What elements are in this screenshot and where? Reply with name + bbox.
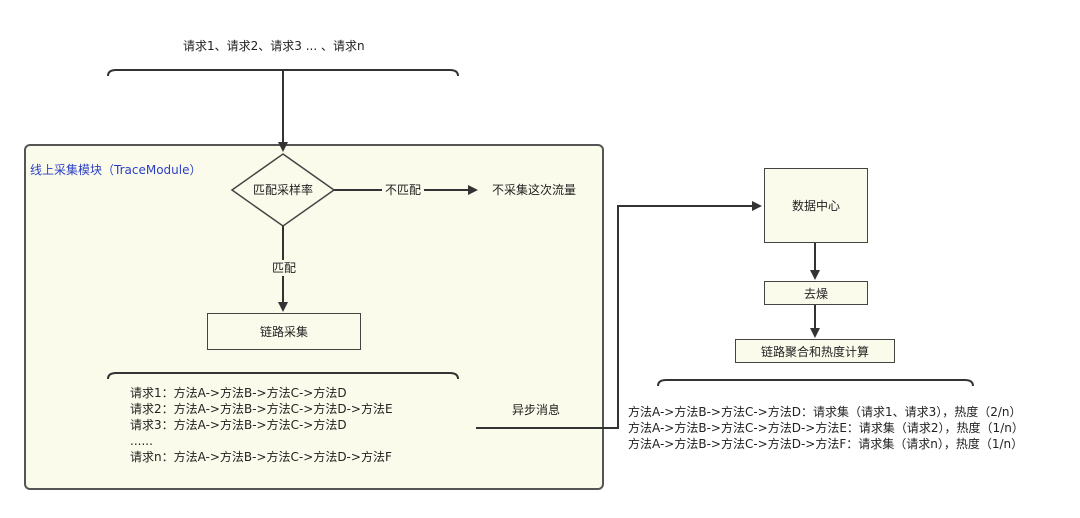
- results-list: 方法A->方法B->方法C->方法D：请求集（请求1、请求3），热度（2/n） …: [628, 404, 1024, 452]
- link-collection-box: 链路采集: [207, 313, 361, 350]
- data-center-label: 数据中心: [791, 199, 840, 213]
- aggregate-box: 链路聚合和热度计算: [735, 339, 895, 363]
- dedup-box: 去燥: [764, 281, 868, 305]
- match-label: 匹配: [270, 260, 299, 276]
- trace-line: 请求2：方法A->方法B->方法C->方法D->方法E: [130, 402, 393, 416]
- dedup-label: 去燥: [803, 286, 828, 301]
- link-collection-label: 链路采集: [259, 325, 308, 339]
- arrow-async-message: [476, 201, 762, 429]
- requests-header: 请求1、请求2、请求3 ... 、请求n: [183, 39, 365, 53]
- results-brace: [657, 379, 974, 387]
- result-line: 方法A->方法B->方法C->方法D->方法E：请求集（请求2），热度（1/n）: [628, 421, 1024, 435]
- aggregate-label: 链路聚合和热度计算: [760, 344, 869, 359]
- decision-label: 匹配采样率: [252, 183, 313, 197]
- module-title: 线上采集模块（TraceModule）: [30, 163, 202, 177]
- no-match-label: 不匹配: [382, 182, 425, 198]
- no-match-result: 不采集这次流量: [492, 183, 577, 197]
- trace-line: 请求1：方法A->方法B->方法C->方法D: [130, 386, 347, 400]
- result-line: 方法A->方法B->方法C->方法D：请求集（请求1、请求3），热度（2/n）: [628, 405, 1022, 419]
- trace-line: 请求3：方法A->方法B->方法C->方法D: [130, 418, 347, 432]
- trace-line: 请求n：方法A->方法B->方法C->方法D->方法F: [130, 450, 392, 464]
- async-message-label: 异步消息: [512, 403, 561, 417]
- data-center-box: 数据中心: [764, 168, 868, 243]
- traces-list: 请求1：方法A->方法B->方法C->方法D 请求2：方法A->方法B->方法C…: [130, 385, 393, 465]
- result-line: 方法A->方法B->方法C->方法D->方法F：请求集（请求n），热度（1/n）: [628, 437, 1024, 451]
- traces-brace: [107, 372, 459, 380]
- trace-line: ......: [130, 434, 153, 448]
